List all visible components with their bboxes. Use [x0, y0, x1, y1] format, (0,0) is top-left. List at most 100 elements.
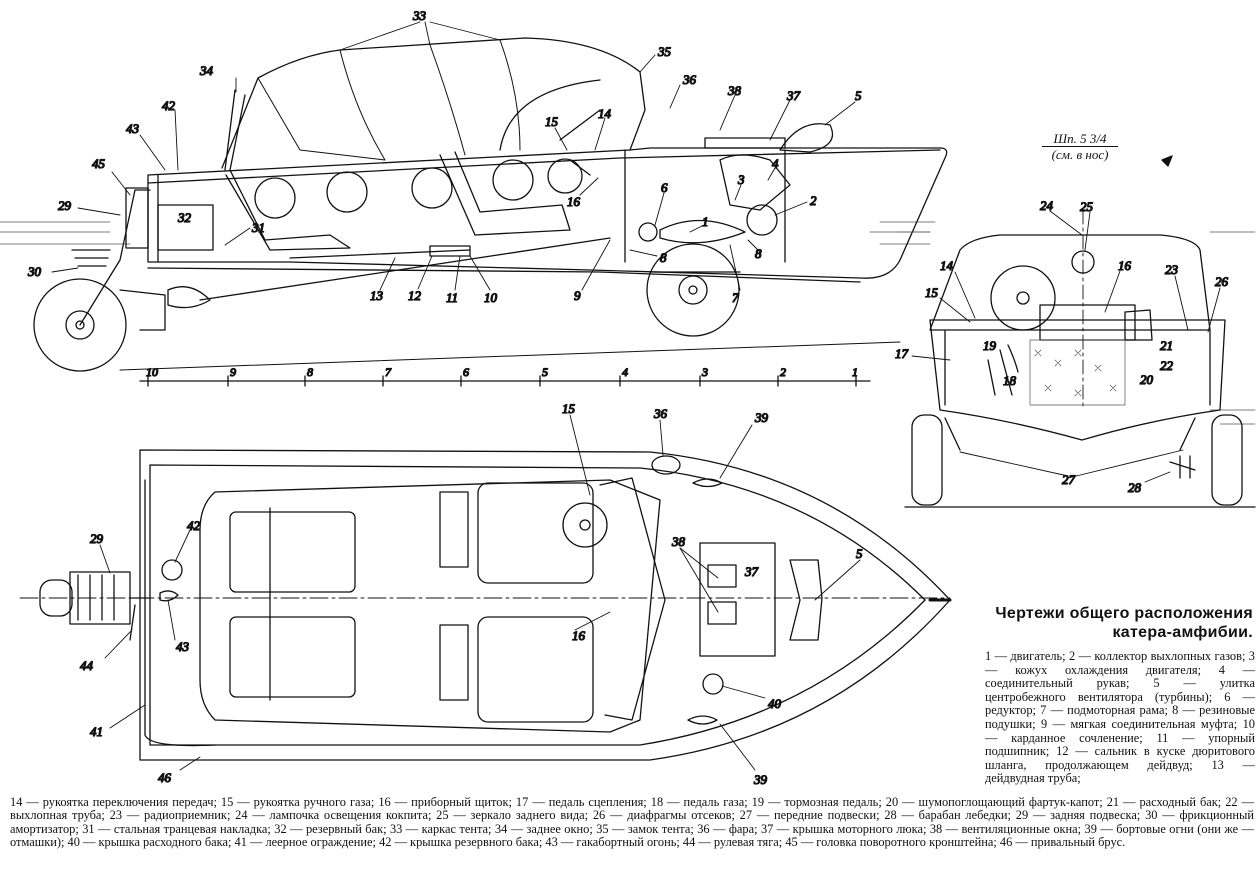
- callout-36: 36: [682, 72, 697, 87]
- station-label: 2: [780, 365, 786, 379]
- callout-14f: 14: [940, 258, 954, 273]
- tent-ribs: [257, 39, 521, 161]
- reserve-tank-cap-42: [161, 559, 183, 581]
- scale-note-direction: (см. в нос): [1051, 147, 1109, 162]
- legend-bottom: 14 — рукоятка переключения передач; 15 —…: [10, 795, 1254, 850]
- plan-callouts: 15 36 39 29 42 38 37 5 43 44 16 40 41 46…: [79, 400, 863, 787]
- turbine-plan: [789, 559, 823, 641]
- legend-right: 1 — двигатель; 2 — коллектор выхлопных г…: [985, 649, 1255, 786]
- callout-36p: 36: [653, 406, 668, 421]
- rear-wheel: [33, 187, 166, 372]
- callout-40: 40: [768, 696, 782, 711]
- windshield-arc: [499, 79, 601, 151]
- bow-direction-mark: [1161, 155, 1173, 167]
- windshield-frame: [929, 234, 1211, 331]
- callout-31: 31: [251, 220, 265, 235]
- callout-42p: 42: [187, 518, 201, 533]
- station-label: 4: [622, 365, 628, 379]
- station-label: 7: [385, 365, 392, 379]
- callout-38p: 38: [671, 534, 686, 549]
- plan-leaders: [99, 414, 861, 771]
- callout-8a: 8: [660, 250, 667, 265]
- railing-41: [144, 479, 216, 747]
- side-leaders: [51, 21, 856, 291]
- callout-41: 41: [90, 724, 103, 739]
- front-wheel: [646, 243, 741, 337]
- front-seat-plan-right: [477, 616, 594, 723]
- callout-32: 32: [177, 210, 192, 225]
- callout-26: 26: [1215, 274, 1229, 289]
- callout-27: 27: [1062, 472, 1076, 487]
- figure-title: Чертежи общего расположения катера-амфиб…: [995, 605, 1253, 641]
- windshield-plan: [599, 477, 666, 721]
- callout-8b: 8: [755, 246, 762, 261]
- front-seat-plan-left: [477, 482, 594, 584]
- callout-37: 37: [786, 88, 801, 103]
- dashboard-front: [1039, 304, 1136, 341]
- callout-33: 33: [412, 8, 427, 23]
- headlight-plan: [651, 455, 681, 475]
- steering-wheel-front: [990, 265, 1056, 331]
- stern-light-43: [159, 590, 179, 602]
- station-label: 3: [701, 365, 708, 379]
- front-seat: [439, 151, 571, 236]
- callout-15f: 15: [925, 285, 939, 300]
- station-ticks: [147, 375, 857, 387]
- callout-15p: 15: [562, 401, 576, 416]
- hull-sheer-line: [147, 149, 941, 184]
- callout-12: 12: [408, 288, 422, 303]
- engine: [559, 109, 834, 263]
- callout-18: 18: [1003, 373, 1017, 388]
- scale-note: Шп. 5 3/4 (см. в нос): [1042, 131, 1118, 162]
- station-label: 9: [230, 365, 236, 379]
- callout-14: 14: [598, 106, 612, 121]
- callout-5p: 5: [856, 546, 863, 561]
- rear-view-mirror: [1071, 250, 1095, 274]
- callout-10: 10: [484, 290, 498, 305]
- callout-46: 46: [158, 770, 172, 785]
- callout-39b: 39: [753, 772, 768, 787]
- front-callouts: 24 25 14 15 16 23 26 17 19 18 21 22 20 2…: [894, 197, 1229, 495]
- callout-23: 23: [1165, 262, 1179, 277]
- callout-1: 1: [702, 214, 709, 229]
- rudder-rod-44: [129, 604, 136, 641]
- station-label: 8: [307, 365, 313, 379]
- callout-20: 20: [1140, 372, 1154, 387]
- scale-note-frame: Шп. 5 3/4: [1042, 131, 1118, 147]
- cockpit-outline: [199, 479, 661, 733]
- callout-30: 30: [27, 264, 42, 279]
- tent-frame: [221, 37, 646, 169]
- rear-seat: [225, 169, 351, 251]
- front-leaders: [911, 210, 1221, 483]
- rear-seat-plan-left: [229, 511, 356, 593]
- winch-drum: [1169, 455, 1196, 479]
- callout-16p: 16: [572, 628, 586, 643]
- front-view: 24 25 14 15 16 23 26 17 19 18 21 22 20 2…: [894, 197, 1256, 508]
- station-label: 6: [463, 365, 469, 379]
- station-labels: 10 9 8 7 6 5 4 3 2 1: [145, 364, 858, 379]
- callout-7: 7: [732, 290, 739, 305]
- callout-39a: 39: [754, 410, 769, 425]
- plan-hull-outline: [139, 449, 951, 761]
- side-callouts: 33 34 35 36 38 37 5 42 43 45 29 30 15 14…: [26, 7, 862, 305]
- callout-13: 13: [370, 288, 384, 303]
- callout-16: 16: [567, 194, 581, 209]
- callout-43p: 43: [176, 639, 190, 654]
- side-light-top: [692, 478, 723, 488]
- callout-11: 11: [446, 290, 458, 305]
- front-hull: [929, 319, 1226, 441]
- station-label: 5: [542, 365, 548, 379]
- engine-hatch-plan: [699, 542, 776, 657]
- front-hull-inner: [944, 329, 1211, 406]
- callout-4: 4: [772, 156, 779, 171]
- callout-22: 22: [1160, 358, 1174, 373]
- callout-28: 28: [1128, 480, 1142, 495]
- callout-6: 6: [661, 180, 668, 195]
- radio-23: [1124, 309, 1153, 341]
- plan-hull-inner: [149, 464, 926, 746]
- callout-29: 29: [58, 198, 72, 213]
- steering-wheel-plan: [562, 502, 608, 548]
- callout-5: 5: [855, 88, 862, 103]
- water-hatching: [0, 221, 936, 245]
